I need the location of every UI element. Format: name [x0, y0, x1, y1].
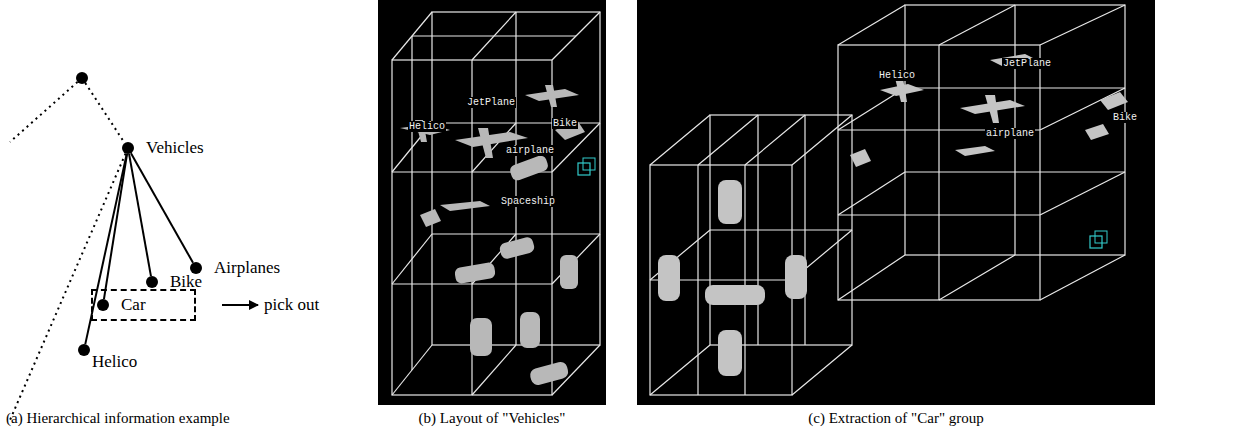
- node-label: Helico: [92, 353, 137, 372]
- object-label: Helico: [878, 70, 916, 81]
- tree-node: Car: [91, 289, 196, 322]
- node-dot: [146, 276, 158, 288]
- object-label: airplane: [985, 128, 1035, 139]
- tree-edge: [131, 153, 193, 263]
- object-label: airplane: [505, 145, 555, 156]
- node-dot: [97, 299, 109, 311]
- object-label: Spaceship: [500, 196, 556, 207]
- node-dot: [78, 344, 90, 356]
- tree-node: Airplanes: [190, 259, 280, 278]
- node-label: Car: [121, 296, 146, 315]
- object-label: Bike: [1112, 112, 1138, 123]
- node-label: Airplanes: [214, 259, 280, 278]
- layout-render: [378, 0, 606, 405]
- object-label: Bike: [552, 118, 578, 129]
- action-note: pick out: [264, 295, 319, 315]
- object-label: JetPlane: [1002, 58, 1052, 69]
- subfigure-caption: (b) Layout of "Vehicles": [419, 410, 566, 427]
- pick-out-arrow: [222, 304, 258, 306]
- extraction-render: [637, 0, 1155, 405]
- node-label: Vehicles: [146, 139, 204, 158]
- tree-node: Vehicles: [122, 139, 204, 158]
- tree-edge: [104, 154, 127, 299]
- subfigure-caption: (c) Extraction of "Car" group: [808, 410, 984, 427]
- tree-edge: [129, 154, 151, 276]
- object-label: JetPlane: [466, 97, 516, 108]
- subfigure-caption: (a) Hierarchical information example: [6, 410, 230, 427]
- object-label: Helico: [408, 121, 446, 132]
- node-dot: [122, 142, 134, 154]
- tree-node: Helico: [78, 344, 137, 372]
